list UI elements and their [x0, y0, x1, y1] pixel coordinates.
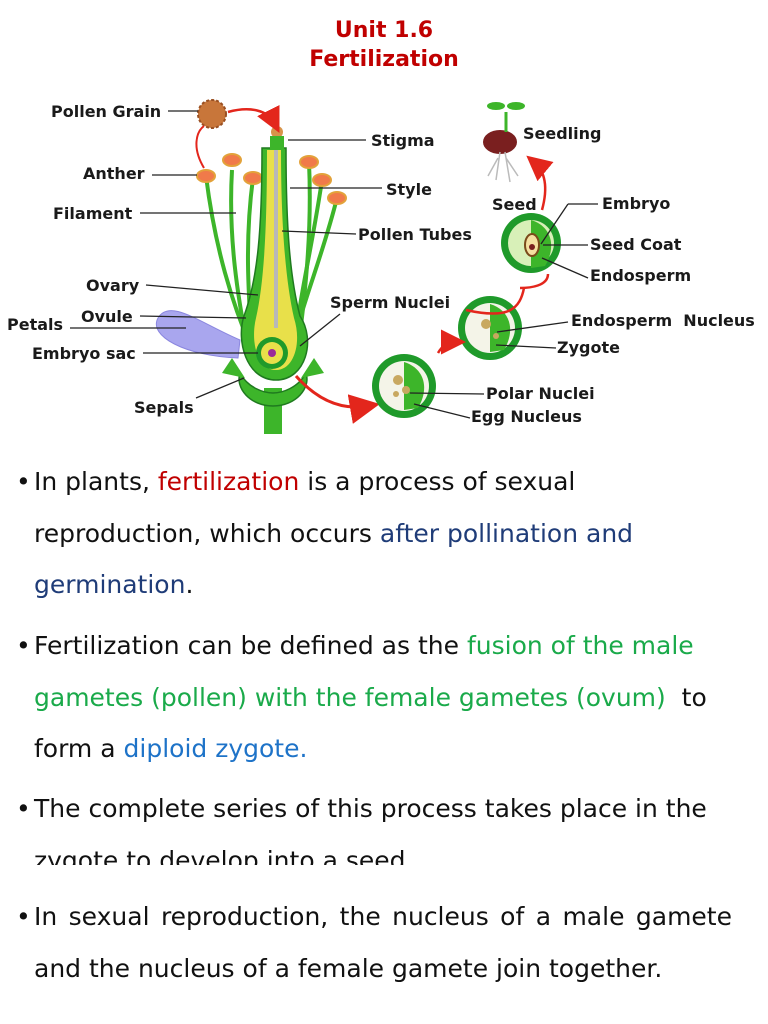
label-endosperm: Endosperm	[590, 266, 691, 285]
stage-circle-zygote	[458, 296, 522, 360]
flower-illustration	[155, 99, 380, 434]
label-sperm-nuclei: Sperm Nuclei	[330, 293, 450, 312]
label-egg-nucleus: Egg Nucleus	[471, 407, 582, 426]
label-ovary: Ovary	[86, 276, 140, 295]
highlight-fusion: fusion of the male gametes (pollen) with…	[34, 631, 702, 712]
bullet-mark: •	[16, 794, 31, 823]
highlight-after-pollination: after pollination and germination	[34, 518, 634, 600]
highlight-fertilization: fertilization	[157, 467, 300, 496]
text-run: to form a	[34, 682, 715, 764]
label-zygote: Zygote	[557, 338, 620, 357]
leader-lines	[70, 110, 598, 419]
label-style: Style	[386, 180, 432, 199]
bullet-paragraph: • The complete series of this process ta…	[16, 783, 732, 865]
page-title: Unit 1.6	[334, 18, 434, 43]
seedling-shape	[483, 102, 525, 183]
pollen-grain-shape	[197, 99, 227, 129]
stage-circle-fertilized-ovule	[372, 354, 436, 418]
label-filament: Filament	[53, 204, 133, 223]
label-ovule: Ovule	[81, 307, 133, 326]
bullet-paragraph: • In sexual reproduction, the nucleus of…	[16, 891, 732, 994]
label-polar-nuclei: Polar Nuclei	[486, 384, 595, 403]
fertilization-diagram: Pollen Grain Anther Filament Ovary Ovule…	[7, 99, 755, 434]
text-run: .	[185, 570, 194, 599]
bullet-paragraph: • Fertilization can be defined as the fu…	[16, 620, 732, 775]
stage-circle-seed	[501, 213, 561, 273]
label-embryo-sac: Embryo sac	[32, 344, 136, 363]
label-petals: Petals	[7, 315, 63, 334]
label-pollen-grain: Pollen Grain	[51, 102, 161, 121]
label-sepals: Sepals	[134, 398, 194, 417]
highlight-diploid-zygote: diploid zygote.	[123, 734, 308, 763]
label-embryo: Embryo	[602, 194, 670, 213]
text-run: In sexual reproduction, the nucleus of a…	[34, 902, 732, 983]
bullet-mark: •	[16, 902, 31, 931]
label-endosperm-nucleus: Endosperm Nucleus	[571, 311, 755, 330]
bullet-paragraph: • In plants, fertilization is a process …	[16, 456, 732, 611]
label-anther: Anther	[83, 164, 145, 183]
label-seed-coat: Seed Coat	[590, 235, 682, 254]
bullet-mark: •	[16, 631, 31, 660]
text-run: Fertilization can be defined as the	[34, 631, 467, 660]
text-run: The complete series of this process take…	[34, 794, 707, 865]
label-pollen-tubes: Pollen Tubes	[358, 225, 472, 244]
page-subtitle: Fertilization	[309, 47, 459, 72]
petal-shape	[155, 310, 241, 359]
label-stigma: Stigma	[371, 131, 435, 150]
label-seedling: Seedling	[523, 124, 602, 143]
label-seed: Seed	[492, 195, 537, 214]
text-run: In plants,	[34, 467, 158, 496]
bullet-mark: •	[16, 467, 31, 496]
text-run: is a process of sexual reproduction, whi…	[34, 467, 576, 548]
